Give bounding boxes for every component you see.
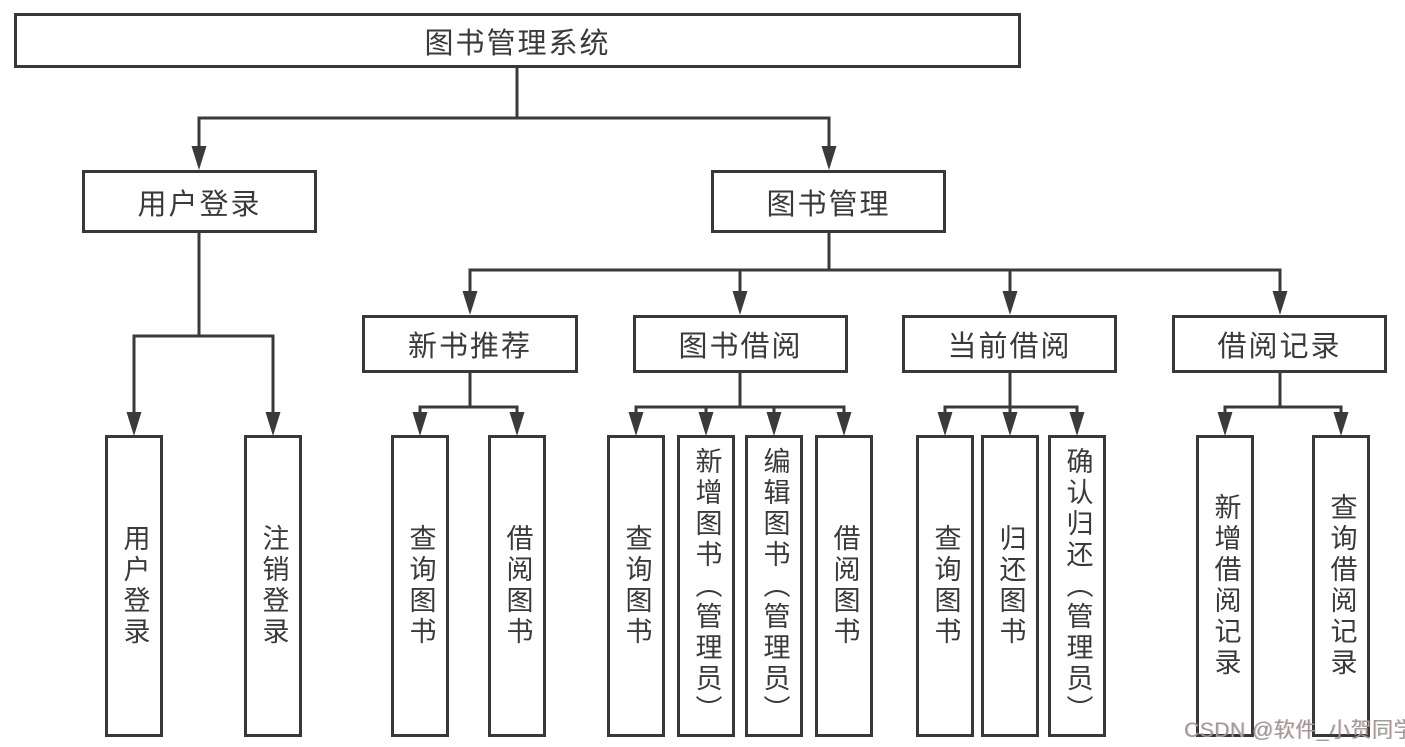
leaf-add-borrow-record-label: 新增借阅记录 <box>1210 493 1241 679</box>
arrowhead <box>937 412 953 436</box>
node-new-book-recommend: 新书推荐 <box>362 315 578 373</box>
connector-current-borrow-children <box>937 371 1085 436</box>
arrowhead <box>821 146 837 170</box>
leaf-add-book-admin-label: 新增图书（管理员） <box>691 446 722 726</box>
node-book-management-label: 图书管理 <box>766 188 891 221</box>
leaf-query-books-current: 查询图书 <box>916 435 974 737</box>
node-book-management: 图书管理 <box>711 170 946 233</box>
leaf-borrow-books-recommend: 借阅图书 <box>488 435 546 737</box>
leaf-logout: 注销登录 <box>244 435 302 737</box>
leaf-query-books-borrow: 查询图书 <box>607 435 665 737</box>
leaf-query-books-recommend: 查询图书 <box>391 435 449 737</box>
leaf-borrow-books: 借阅图书 <box>815 435 873 737</box>
node-current-borrow: 当前借阅 <box>902 315 1117 373</box>
connector-book-mgmt-children <box>462 231 1288 315</box>
leaf-query-books-current-label: 查询图书 <box>930 524 961 648</box>
arrowhead <box>1002 291 1018 315</box>
arrowhead <box>1002 412 1018 436</box>
node-root: 图书管理系统 <box>14 13 1021 68</box>
node-borrow-records-label: 借阅记录 <box>1217 331 1342 363</box>
arrowhead <box>126 412 142 436</box>
node-root-label: 图书管理系统 <box>424 27 611 60</box>
node-borrow-records: 借阅记录 <box>1172 315 1387 373</box>
node-user-login: 用户登录 <box>82 170 317 233</box>
leaf-edit-book-admin: 编辑图书（管理员） <box>745 435 803 737</box>
arrowhead <box>628 412 644 436</box>
leaf-query-borrow-record-label: 查询借阅记录 <box>1326 493 1357 679</box>
node-book-borrow: 图书借阅 <box>633 315 848 373</box>
arrowhead <box>766 412 782 436</box>
connector-user-login-children <box>126 231 281 436</box>
arrowhead <box>1217 412 1233 436</box>
arrowhead <box>509 412 525 436</box>
connector-new-book-children <box>412 371 525 436</box>
leaf-add-book-admin: 新增图书（管理员） <box>677 435 735 737</box>
arrowhead <box>836 412 852 436</box>
leaf-user-login: 用户登录 <box>105 435 163 737</box>
arrowhead <box>1272 291 1288 315</box>
arrowhead <box>732 291 748 315</box>
csdn-watermark: CSDN @软件_小贺同学 <box>1184 719 1405 742</box>
leaf-user-login-label: 用户登录 <box>119 524 150 648</box>
leaf-return-book-label: 归还图书 <box>995 524 1026 648</box>
leaf-return-book: 归还图书 <box>981 435 1039 737</box>
connector-book-borrow-children <box>628 371 852 436</box>
leaf-borrow-books-recommend-label: 借阅图书 <box>502 524 533 648</box>
arrowhead <box>1333 412 1349 436</box>
node-current-borrow-label: 当前借阅 <box>947 331 1072 363</box>
leaf-query-books-recommend-label: 查询图书 <box>405 524 436 648</box>
arrowhead <box>191 146 207 170</box>
connector-root-to-level2 <box>191 66 837 170</box>
leaf-add-borrow-record: 新增借阅记录 <box>1196 435 1254 737</box>
arrowhead <box>462 291 478 315</box>
leaf-edit-book-admin-label: 编辑图书（管理员） <box>759 446 790 726</box>
leaf-query-books-borrow-label: 查询图书 <box>621 524 652 648</box>
arrowhead <box>1069 412 1085 436</box>
leaf-borrow-books-label: 借阅图书 <box>829 524 860 648</box>
leaf-confirm-return-admin-label: 确认归还（管理员） <box>1062 446 1093 726</box>
connector-borrow-records-children <box>1217 371 1349 436</box>
arrowhead <box>265 412 281 436</box>
arrowhead <box>698 412 714 436</box>
arrowhead <box>412 412 428 436</box>
node-new-book-recommend-label: 新书推荐 <box>407 331 532 363</box>
leaf-query-borrow-record: 查询借阅记录 <box>1312 435 1370 737</box>
node-book-borrow-label: 图书借阅 <box>678 331 803 363</box>
node-user-login-label: 用户登录 <box>137 188 262 221</box>
leaf-confirm-return-admin: 确认归还（管理员） <box>1048 435 1106 737</box>
leaf-logout-label: 注销登录 <box>258 524 289 648</box>
